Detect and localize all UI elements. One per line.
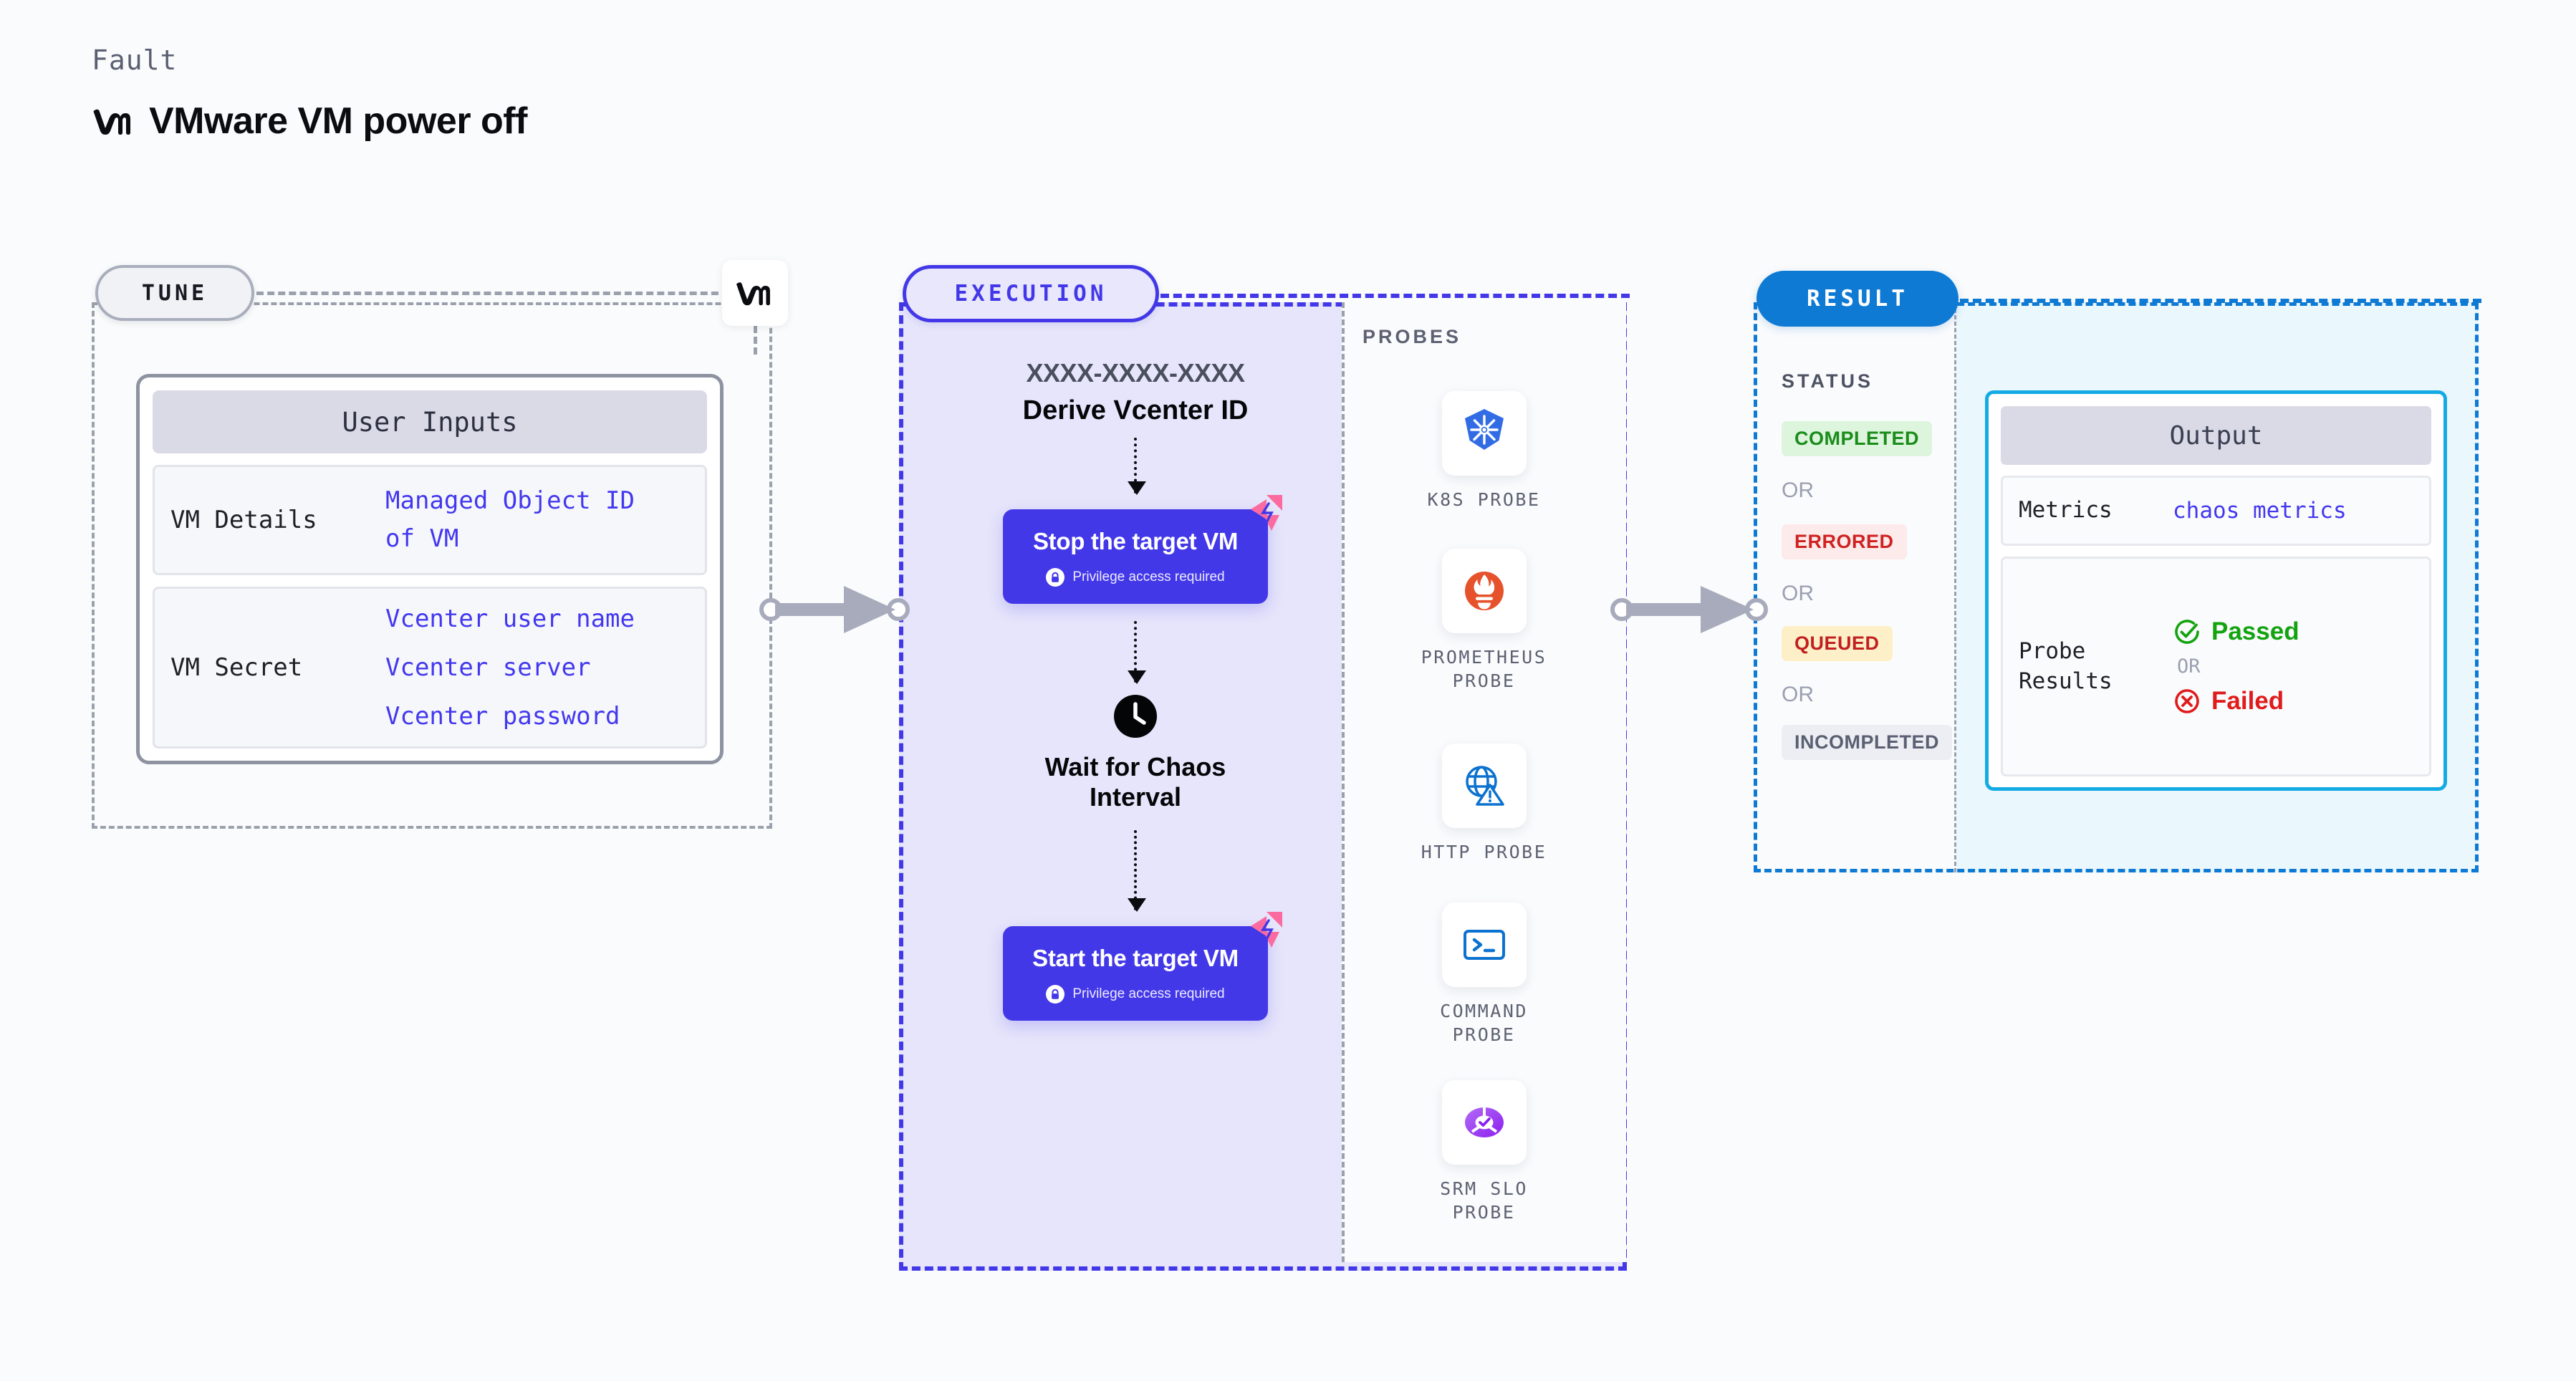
execution-step-start-vm[interactable]: Start the target VM Privilege access req…: [1003, 911, 1282, 1021]
litmus-chaos-icon: [1251, 911, 1282, 948]
http-globe-warning-icon: [1465, 766, 1504, 806]
result-connector-dash: [1960, 299, 2481, 303]
status-badge-queued: QUEUED: [1782, 626, 1893, 661]
or-separator: OR: [1782, 683, 1814, 706]
vm-details-value-line: Managed Object ID: [385, 486, 635, 516]
or-separator: OR: [1782, 582, 1814, 605]
connector-arrow-down: [1128, 621, 1146, 684]
probe-item-k8s[interactable]: K8S PROBE: [1342, 391, 1626, 512]
clock-icon: [1114, 695, 1157, 738]
wait-interval-line2: Interval: [1089, 782, 1182, 812]
result-status-column: [1754, 302, 1956, 872]
probe-icon-box: [1441, 744, 1527, 828]
derive-vcenter-id-label: Derive Vcenter ID: [1022, 395, 1249, 425]
vmware-vm-logo-icon: [93, 109, 130, 135]
terminal-prompt-icon: [1463, 930, 1505, 960]
probe-result-passed: Passed: [2173, 617, 2299, 646]
page-title-row: VMware VM power off: [92, 100, 527, 143]
probe-label: HTTP PROBE: [1421, 842, 1547, 862]
user-inputs-card: User Inputs VM Details Managed Object ID…: [136, 374, 724, 764]
check-circle-icon: [2175, 620, 2199, 644]
probe-results-values: Passed OR Failed: [2173, 617, 2299, 716]
probe-icon-box: [1441, 903, 1527, 987]
failed-label: Failed: [2211, 687, 2284, 715]
tune-pill[interactable]: TUNE: [95, 265, 254, 321]
probe-icon-box: [1441, 391, 1527, 476]
or-separator: OR: [1782, 478, 1814, 502]
metrics-value[interactable]: chaos metrics: [2173, 498, 2347, 524]
vm-secret-value-line: Vcenter user name: [385, 605, 635, 633]
passed-label: Passed: [2211, 617, 2299, 645]
status-badge-errored: ERRORED: [1782, 524, 1907, 559]
execution-step-title: Stop the target VM: [1032, 528, 1239, 554]
vmware-vm-logo-icon: [736, 282, 770, 306]
wait-interval-label: Wait for Chaos Interval: [928, 752, 1343, 813]
vm-badge-stub: [754, 326, 757, 355]
vm-details-value-line: of VM: [385, 524, 459, 553]
privilege-row: Privilege access required: [1003, 984, 1268, 1004]
probe-icon-box: [1441, 1080, 1527, 1165]
vm-secret-value-line: Vcenter password: [385, 702, 620, 731]
status-badge-completed: COMPLETED: [1782, 421, 1933, 456]
derive-vcenter-id-value: XXXX-XXXX-XXXX: [1026, 358, 1245, 388]
probe-result-failed: Failed: [2173, 687, 2299, 716]
execution-connector-dash: [1160, 294, 1630, 298]
page-header: Fault VMware VM power off: [92, 44, 527, 143]
vm-secret-value-line: Vcenter server: [385, 653, 591, 682]
output-card: Output Metrics chaos metrics Probe Resul…: [1985, 390, 2447, 791]
srm-slo-donut-check-icon: [1464, 1107, 1504, 1137]
result-panel: [1754, 302, 2479, 872]
vm-secret-key: VM Secret: [170, 653, 303, 682]
status-label: STATUS: [1782, 370, 1873, 392]
status-badge-incompleted: INCOMPLETED: [1782, 725, 1953, 760]
user-inputs-title: User Inputs: [153, 390, 707, 453]
eyebrow-label: Fault: [92, 44, 178, 76]
or-separator: OR: [2177, 655, 2201, 678]
probe-label: K8S PROBE: [1427, 489, 1541, 510]
probe-results-key: Probe Results: [2019, 637, 2113, 694]
wait-interval-line1: Wait for Chaos: [1044, 752, 1226, 781]
tune-connector-dash: [256, 292, 729, 295]
wait-clock: [928, 694, 1343, 742]
vm-details-key: VM Details: [170, 506, 317, 534]
prometheus-icon: [1464, 572, 1504, 610]
execution-flow: XXXX-XXXX-XXXX Derive Vcenter ID Stop th…: [928, 358, 1343, 1021]
execution-step-stop-vm[interactable]: Stop the target VM Privilege access requ…: [1003, 495, 1282, 604]
execution-pill[interactable]: EXECUTION: [903, 265, 1159, 322]
probe-icon-box: [1441, 549, 1527, 633]
privilege-text: Privilege access required: [1072, 986, 1225, 1001]
vm-secret-values: Vcenter user name Vcenter server Vcenter…: [385, 595, 635, 741]
vm-badge: [722, 260, 788, 326]
probe-item-http[interactable]: HTTP PROBE: [1342, 744, 1626, 865]
litmus-chaos-icon: [1251, 495, 1282, 531]
probes-title: PROBES: [1363, 326, 1462, 347]
x-circle-icon: [2175, 689, 2199, 713]
privilege-row: Privilege access required: [1003, 568, 1268, 587]
arrow-execution-to-result: [1610, 586, 1768, 633]
result-pill[interactable]: RESULT: [1756, 271, 1959, 327]
vm-details-values: Managed Object ID of VM: [385, 482, 635, 557]
execution-step-title: Start the target VM: [1032, 944, 1239, 971]
page-title: VMware VM power off: [149, 100, 527, 142]
tune-panel: [92, 302, 772, 829]
lock-icon: [1046, 568, 1065, 587]
lock-icon: [1046, 984, 1065, 1004]
metrics-key: Metrics: [2019, 497, 2113, 524]
metrics-row: Metrics chaos metrics: [2001, 476, 2431, 546]
kubernetes-icon: [1464, 409, 1504, 450]
privilege-text: Privilege access required: [1072, 569, 1225, 584]
probe-results-row: Probe Results Passed OR Failed: [2001, 557, 2431, 776]
connector-arrow-down: [1128, 438, 1146, 495]
vm-details-row: VM Details Managed Object ID of VM: [153, 465, 707, 575]
vm-secret-row: VM Secret Vcenter user name Vcenter serv…: [153, 587, 707, 749]
output-title: Output: [2001, 406, 2431, 465]
arrow-tune-to-execution: [759, 586, 910, 633]
connector-arrow-down: [1128, 829, 1146, 912]
